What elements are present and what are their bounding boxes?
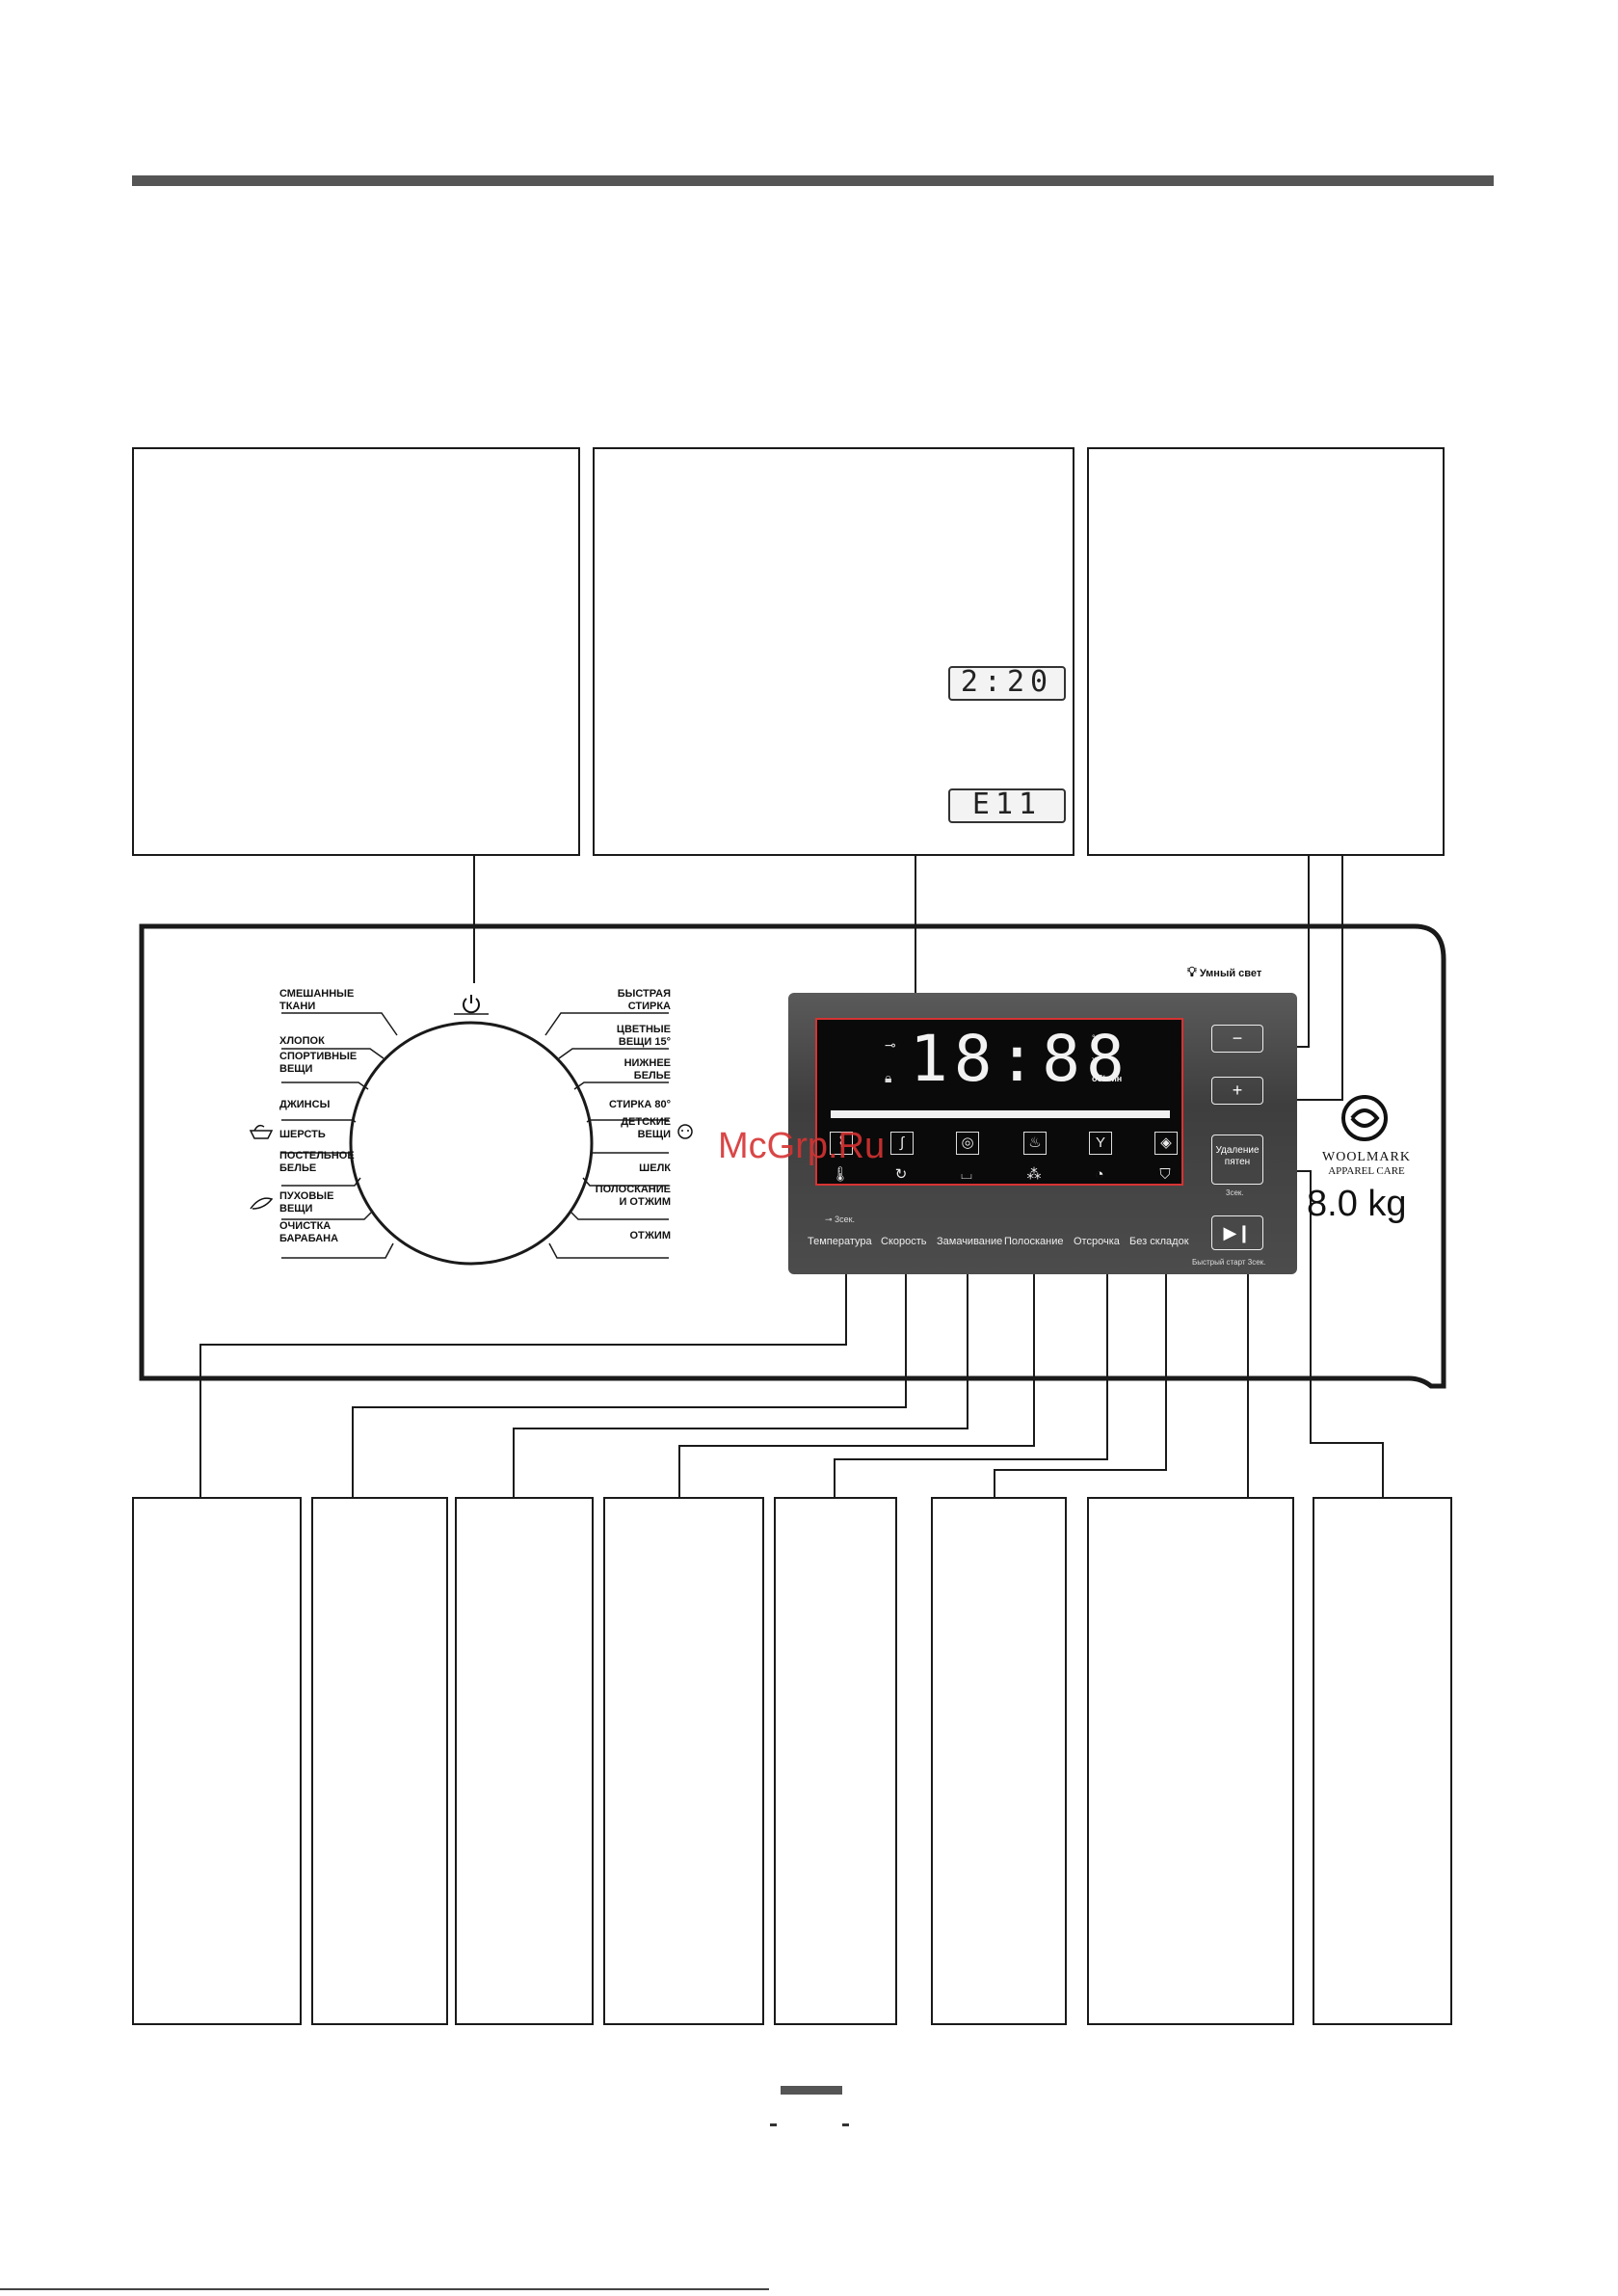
wine-stain-icon: Y — [1089, 1132, 1112, 1155]
display-example-error: E11 — [948, 788, 1066, 823]
callout-box-delay — [774, 1497, 897, 2025]
wool-hand-icon — [249, 1121, 274, 1140]
stain-hint: 3сек. — [1226, 1188, 1244, 1197]
rinse-button[interactable]: Полоскание — [1004, 1236, 1064, 1247]
lcd-display: ⊸ 🔒︎ 18:88 °c x об/мин ⌇ ∫ ◎ ♨ Y ◈ 🌡︎ ↻ … — [815, 1018, 1183, 1186]
progress-bar — [831, 1110, 1170, 1118]
no-crease-button[interactable]: Без складок — [1129, 1236, 1189, 1247]
child-lock-hint: ⊸ 3сек. — [825, 1215, 855, 1225]
woolmark-line2: APPAREL CARE — [1328, 1165, 1405, 1177]
bottom-rule — [0, 2288, 769, 2290]
baby-icon — [675, 1120, 696, 1141]
smart-light: 💡︎ Умный свет — [1187, 964, 1261, 980]
allergy-icon: ◎ — [956, 1132, 979, 1155]
temperature-button[interactable]: Температура — [808, 1236, 872, 1247]
watermark: McGrp.Ru — [718, 1126, 886, 1166]
plus-button[interactable]: + — [1211, 1077, 1263, 1105]
light-bulb-icon: 💡︎ — [1187, 964, 1197, 979]
program-sport: СПОРТИВНЫЕ ВЕЩИ — [279, 1051, 358, 1075]
door-lock-icon: 🔒︎ — [885, 1070, 892, 1085]
header-rule — [132, 175, 1494, 186]
display-example-time: 2:20 — [948, 666, 1066, 701]
unit-x: x — [1092, 1055, 1097, 1064]
minus-button[interactable]: − — [1211, 1025, 1263, 1053]
capacity-label: 8.0 kg — [1307, 1184, 1407, 1224]
callout-box-rinse — [603, 1497, 764, 2025]
delay-icon: ◔ — [1095, 1166, 1104, 1183]
program-dial-knob[interactable] — [351, 1023, 592, 1264]
program-rinse-spin: ПОЛОСКАНИЕ И ОТЖИМ — [595, 1184, 671, 1208]
program-wash-80: СТИРКА 80° — [609, 1099, 671, 1110]
extra-water-icon: ∫ — [890, 1132, 914, 1155]
program-jeans: ДЖИНСЫ — [279, 1099, 331, 1110]
woolmark-logo — [1333, 1089, 1396, 1147]
play-pause-icon: ▶❙ — [1223, 1223, 1252, 1242]
callout-box-temperature — [132, 1497, 302, 2025]
prewash-icon: ⌇ — [830, 1132, 853, 1155]
power-icon[interactable] — [461, 993, 482, 1014]
footer-dash-right — [842, 2123, 849, 2126]
callout-box-soak — [455, 1497, 594, 2025]
soak-button[interactable]: Замачивание — [937, 1236, 1003, 1247]
program-cotton: ХЛОПОК — [279, 1035, 325, 1047]
unit-rpm: об/мин — [1092, 1074, 1123, 1083]
callout-box-plus-minus — [1087, 447, 1445, 856]
spin-icon: ↻ — [894, 1166, 908, 1183]
temperature-icon: 🌡︎ — [831, 1166, 850, 1183]
woolmark-text: WOOLMARK APPAREL CARE — [1318, 1150, 1415, 1177]
steam-icon: ♨ — [1023, 1132, 1047, 1155]
callout-box-speed — [311, 1497, 448, 2025]
speed-button[interactable]: Скорость — [881, 1236, 927, 1247]
shirt-stain-icon: ◈ — [1154, 1132, 1178, 1155]
stain-removal-button[interactable]: Удаление пятен — [1211, 1135, 1263, 1185]
key-lock-icon: ⊸ — [885, 1037, 896, 1053]
quick-start-hint: Быстрый старт 3сек. — [1192, 1258, 1266, 1267]
program-underwear: НИЖНЕЕ БЕЛЬЕ — [623, 1057, 671, 1081]
start-pause-button[interactable]: ▶❙ — [1211, 1215, 1263, 1250]
smart-light-label: Умный свет — [1199, 968, 1262, 979]
footer-bar — [781, 2086, 842, 2095]
program-spin: ОТЖИМ — [629, 1230, 671, 1241]
program-silk: ШЕЛК — [639, 1162, 671, 1174]
woolmark-line1: WOOLMARK — [1322, 1150, 1411, 1164]
callout-box-no-crease — [931, 1497, 1067, 2025]
program-colors-15: ЦВЕТНЫЕ ВЕЩИ 15° — [616, 1024, 671, 1048]
program-drum-clean: ОЧИСТКА БАРАБАНА — [279, 1220, 339, 1244]
program-bedding: ПОСТЕЛЬНОЕ БЕЛЬЕ — [279, 1150, 355, 1174]
callout-box-display: 2:20 E11 — [593, 447, 1074, 856]
rinse-icon: ⁂ — [1026, 1166, 1042, 1183]
soak-icon: ⌴ — [960, 1166, 972, 1183]
key-icon: ⊸ — [825, 1215, 833, 1224]
callout-box-program-dial — [132, 447, 580, 856]
program-quick: БЫСТРАЯ СТИРКА — [617, 988, 671, 1012]
display-digits: 18:88 — [910, 1022, 1130, 1096]
feather-icon — [249, 1193, 274, 1213]
unit-celsius: °c — [1092, 1033, 1101, 1043]
no-crease-icon: ⛉ — [1159, 1166, 1171, 1183]
footer-dash-left — [770, 2123, 777, 2126]
child-lock-hint-text: 3сек. — [835, 1215, 856, 1224]
callout-box-start-pause — [1087, 1497, 1294, 2025]
delay-button[interactable]: Отсрочка — [1074, 1236, 1120, 1247]
program-down: ПУХОВЫЕ ВЕЩИ — [279, 1190, 334, 1215]
program-wool: ШЕРСТЬ — [279, 1129, 326, 1140]
callout-box-stain-removal — [1313, 1497, 1452, 2025]
program-baby: ДЕТСКИЕ ВЕЩИ — [621, 1116, 671, 1140]
program-mixed: СМЕШАННЫЕ ТКАНИ — [279, 988, 355, 1012]
